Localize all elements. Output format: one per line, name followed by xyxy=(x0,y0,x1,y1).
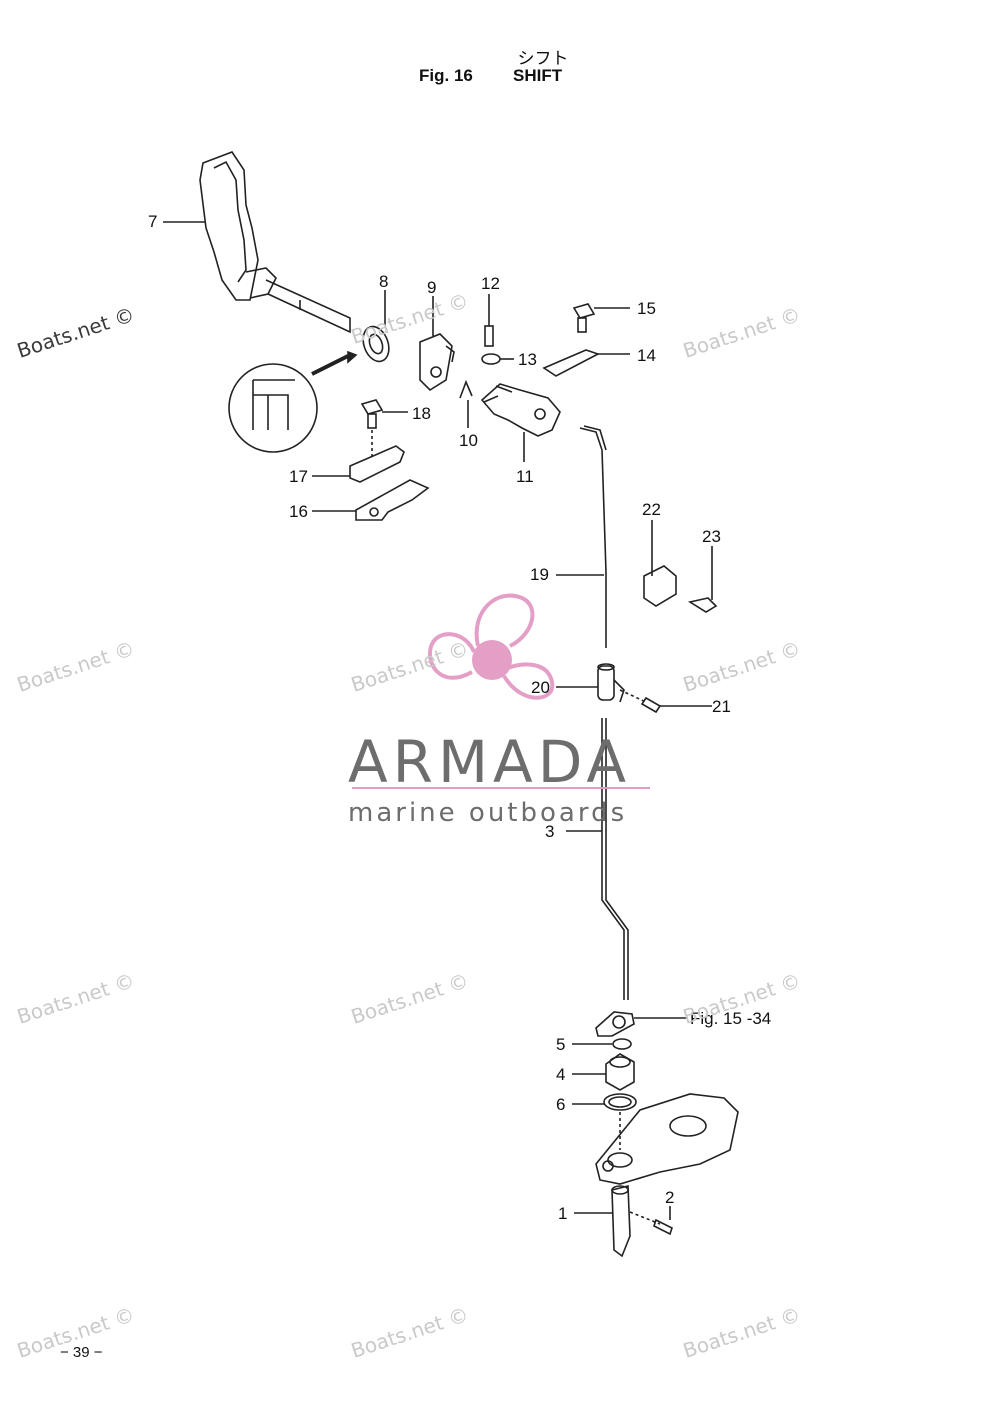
callout-17: 17 xyxy=(289,467,308,486)
callout-5: 5 xyxy=(556,1035,566,1054)
page-number: − 39 − xyxy=(60,1344,103,1361)
propeller-logo xyxy=(428,593,555,700)
callout-1: 1 xyxy=(558,1204,568,1223)
title-japanese: シフト xyxy=(517,49,569,69)
callout-11: 11 xyxy=(516,467,534,486)
figure-number: Fig. 16 xyxy=(419,66,473,85)
callout-21: 21 xyxy=(712,697,731,716)
callout-19: 19 xyxy=(530,565,549,584)
cross-reference: Fig. 15 -34 xyxy=(690,1009,772,1028)
callout-23: 23 xyxy=(702,527,721,546)
callout-18: 18 xyxy=(412,404,431,423)
figure-title: SHIFT xyxy=(513,66,563,85)
callout-8: 8 xyxy=(379,272,389,291)
callout-10: 10 xyxy=(459,431,478,450)
callout-7: 7 xyxy=(148,212,158,231)
callout-20: 20 xyxy=(531,678,550,697)
callout-6: 6 xyxy=(556,1095,566,1114)
callout-4: 4 xyxy=(556,1065,566,1084)
brand-name: ARMADA xyxy=(348,728,632,796)
shift-lever-part-7 xyxy=(199,151,351,334)
callout-15: 15 xyxy=(637,299,656,318)
callout-13: 13 xyxy=(518,350,537,369)
callout-14: 14 xyxy=(637,346,656,365)
callout-22: 22 xyxy=(642,500,661,519)
callout-9: 9 xyxy=(427,278,437,297)
callout-16: 16 xyxy=(289,502,308,521)
brand-tagline: marine outboards xyxy=(348,798,628,828)
callout-3: 3 xyxy=(545,822,555,841)
callout-2: 2 xyxy=(665,1188,675,1207)
callout-12: 12 xyxy=(481,274,500,293)
